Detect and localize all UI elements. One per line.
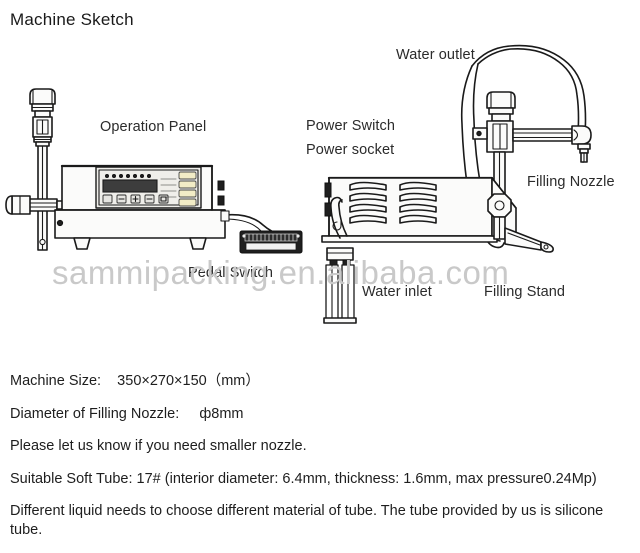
label-filling-stand: Filling Stand	[484, 284, 566, 300]
label-power-switch: Power Switch	[306, 118, 396, 134]
vent-group-2	[399, 181, 437, 224]
pole-valve-knob	[29, 88, 56, 147]
specifications-block: Machine Size: 350×270×150（mm） Diameter o…	[10, 372, 632, 539]
label-filling-nozzle: Filling Nozzle	[527, 174, 615, 190]
panel-display	[102, 179, 158, 193]
machine-sketch-diagram: .ln { fill:none; stroke:#1a1a1a; stroke-…	[5, 44, 592, 324]
power-switch-part	[324, 182, 332, 198]
label-operation-panel: Operation Panel	[100, 119, 207, 135]
label-water-inlet: Water inlet	[362, 284, 432, 300]
water-inlet-assembly	[323, 196, 357, 324]
panel-buttons	[102, 194, 169, 204]
filling-nozzle-assembly	[472, 91, 592, 205]
filling-stand	[487, 193, 554, 253]
machine-foot	[73, 237, 91, 250]
spec-machine-size: Machine Size: 350×270×150（mm）	[10, 373, 260, 389]
panel-text-strips	[160, 178, 177, 198]
vent-group-1	[349, 181, 387, 224]
pedal-switch-device	[220, 210, 303, 254]
right-machine-group	[321, 44, 592, 324]
spec-soft-tube: Suitable Soft Tube: 17# (interior diamet…	[10, 470, 597, 487]
panel-indicator-leds	[105, 174, 151, 178]
machine-housing-rear	[321, 176, 517, 243]
label-water-outlet: Water outlet	[396, 47, 475, 63]
spec-tube-material: Different liquid needs to choose differe…	[10, 503, 608, 538]
page-title: Machine Sketch	[10, 10, 134, 29]
spec-nozzle-diameter: Diameter of Filling Nozzle: ф8mm	[10, 405, 244, 422]
spec-nozzle-note: Please let us know if you need smaller n…	[10, 438, 307, 455]
label-pedal-switch: Pedal Switch	[188, 265, 274, 281]
panel-side-buttons	[178, 171, 197, 207]
left-machine-group	[5, 88, 303, 254]
label-power-socket: Power socket	[306, 142, 395, 158]
machine-foot	[189, 237, 207, 250]
operation-panel	[95, 166, 202, 209]
